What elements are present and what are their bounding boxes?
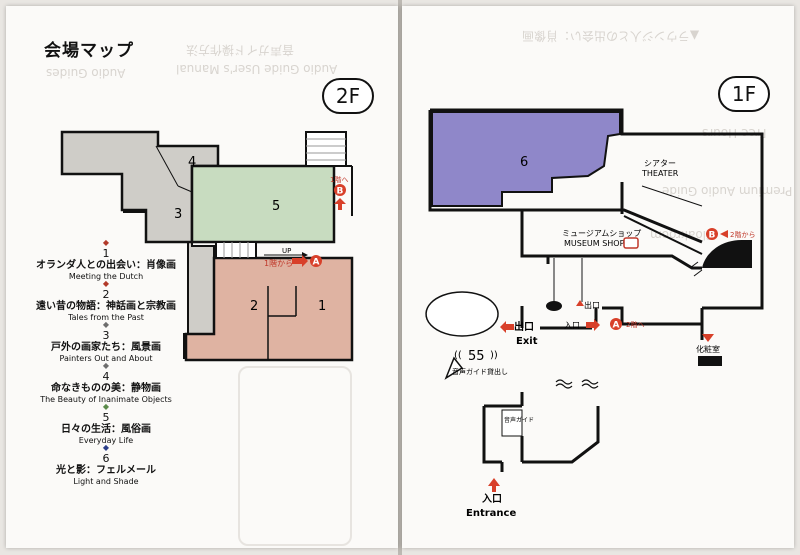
floor-badge-2f: 2F <box>322 78 374 114</box>
arrow-up-icon <box>334 198 346 210</box>
room-label-5: 5 <box>272 199 280 214</box>
bleed-through-device <box>238 366 352 546</box>
book-spine <box>398 0 402 555</box>
room-label-4: 4 <box>188 155 196 170</box>
diamond-icon: ◆ <box>102 238 110 247</box>
restroom-icon <box>698 356 722 366</box>
legend-item: ◆ 5 日々の生活：風俗画 Everyday Life <box>16 402 196 445</box>
diamond-icon: ◆ <box>102 402 110 411</box>
exit-label-en: Exit <box>516 336 538 347</box>
stairs-from-1f-label: 1階から <box>264 258 293 268</box>
audio-wave-icon: (( <box>454 350 462 361</box>
floor-badge-1f: 1F <box>718 76 770 112</box>
room-6 <box>431 111 621 207</box>
marker-b-icon <box>334 184 346 196</box>
arrow-up-icon <box>488 478 500 492</box>
diamond-icon: ◆ <box>102 361 110 370</box>
legend-item: ◆ 1 オランダ人との出会い：肖像画 Meeting the Dutch <box>16 238 196 281</box>
exit-inner-label: 出口 <box>584 300 600 310</box>
arrow-up-icon <box>576 300 584 306</box>
legend-item: ◆ 4 命なきものの美：静物画 The Beauty of Inanimate … <box>16 361 196 404</box>
svg-text:A: A <box>613 321 620 331</box>
entrance-label-jp: 入口 <box>482 493 502 505</box>
audio-guide-bubble <box>425 291 499 380</box>
legend: ◆ 1 オランダ人との出会い：肖像画 Meeting the Dutch ◆ 2… <box>16 238 196 486</box>
shop-label-jp: ミュージアムショップ <box>562 229 641 238</box>
stairs-to-1f-label: 1階へ <box>330 175 348 184</box>
legend-item: ◆ 2 遠い昔の物語：神話画と宗教画 Tales from the Past <box>16 279 196 322</box>
room-label-6: 6 <box>520 155 528 170</box>
audio-guide-number: 55 <box>468 349 485 364</box>
theater-label-jp: シアター <box>644 159 676 168</box>
floor-plan-1f: 6 シアター THEATER ミュージアムショップ MUSEU <box>425 108 764 519</box>
svg-text:)): )) <box>490 350 498 361</box>
diamond-icon: ◆ <box>102 443 110 452</box>
arrow-down-icon <box>702 334 714 342</box>
legend-item: ◆ 6 光と影：フェルメール Light and Shade <box>16 443 196 486</box>
audio-guide-rental-label: 音声ガイド貸出し <box>452 367 508 376</box>
marker-a-icon <box>610 318 622 330</box>
room-5 <box>190 164 336 244</box>
svg-text:B: B <box>709 231 716 241</box>
legend-item: ◆ 3 戸外の画家たち：風景画 Painters Out and About <box>16 320 196 363</box>
shopping-bag-icon <box>623 237 639 249</box>
svg-text:音声ガイド: 音声ガイド <box>504 416 534 424</box>
arrow-left-icon <box>500 321 514 333</box>
arrow-icon <box>292 255 308 267</box>
shop-label-en: MUSEUM SHOP <box>564 239 625 248</box>
exit-label-jp: 出口 <box>514 320 534 333</box>
svg-text:A: A <box>313 258 320 268</box>
up-label: UP <box>282 247 291 255</box>
room-label-3: 3 <box>174 207 182 222</box>
left-page: 音声ガイド操作方法 Audio Guide User's Manual Audi… <box>6 6 398 548</box>
from-2f-label: 2階から <box>730 230 755 239</box>
diamond-icon: ◆ <box>102 320 110 329</box>
audio-guide-counter <box>501 409 523 437</box>
floor-plan-2f: 4 3 5 2 1 UP 1階から A 1階へ B <box>60 130 354 362</box>
room-label-1: 1 <box>318 299 326 314</box>
staircase-icon <box>702 239 752 268</box>
marker-b-icon <box>706 228 718 240</box>
entrance-inner-label: 入口 <box>564 321 580 330</box>
exit-door-icon <box>546 301 562 311</box>
room-1-2 <box>184 256 354 362</box>
right-page: ▲ラウンジ人との出会い：肖像画 Free Hours Premium Audio… <box>402 6 794 548</box>
theater-label-en: THEATER <box>641 169 679 178</box>
restroom-label: 化粧室 <box>696 344 720 354</box>
entrance-label-en: Entrance <box>466 508 516 519</box>
svg-text:B: B <box>337 187 344 197</box>
arrow-right-icon <box>586 319 600 331</box>
room-label-2: 2 <box>250 299 258 314</box>
marker-a-icon <box>310 255 322 267</box>
diamond-icon: ◆ <box>102 279 110 288</box>
page-title: 会場マップ <box>44 41 134 61</box>
to-2f-label: 2階へ <box>626 320 644 329</box>
